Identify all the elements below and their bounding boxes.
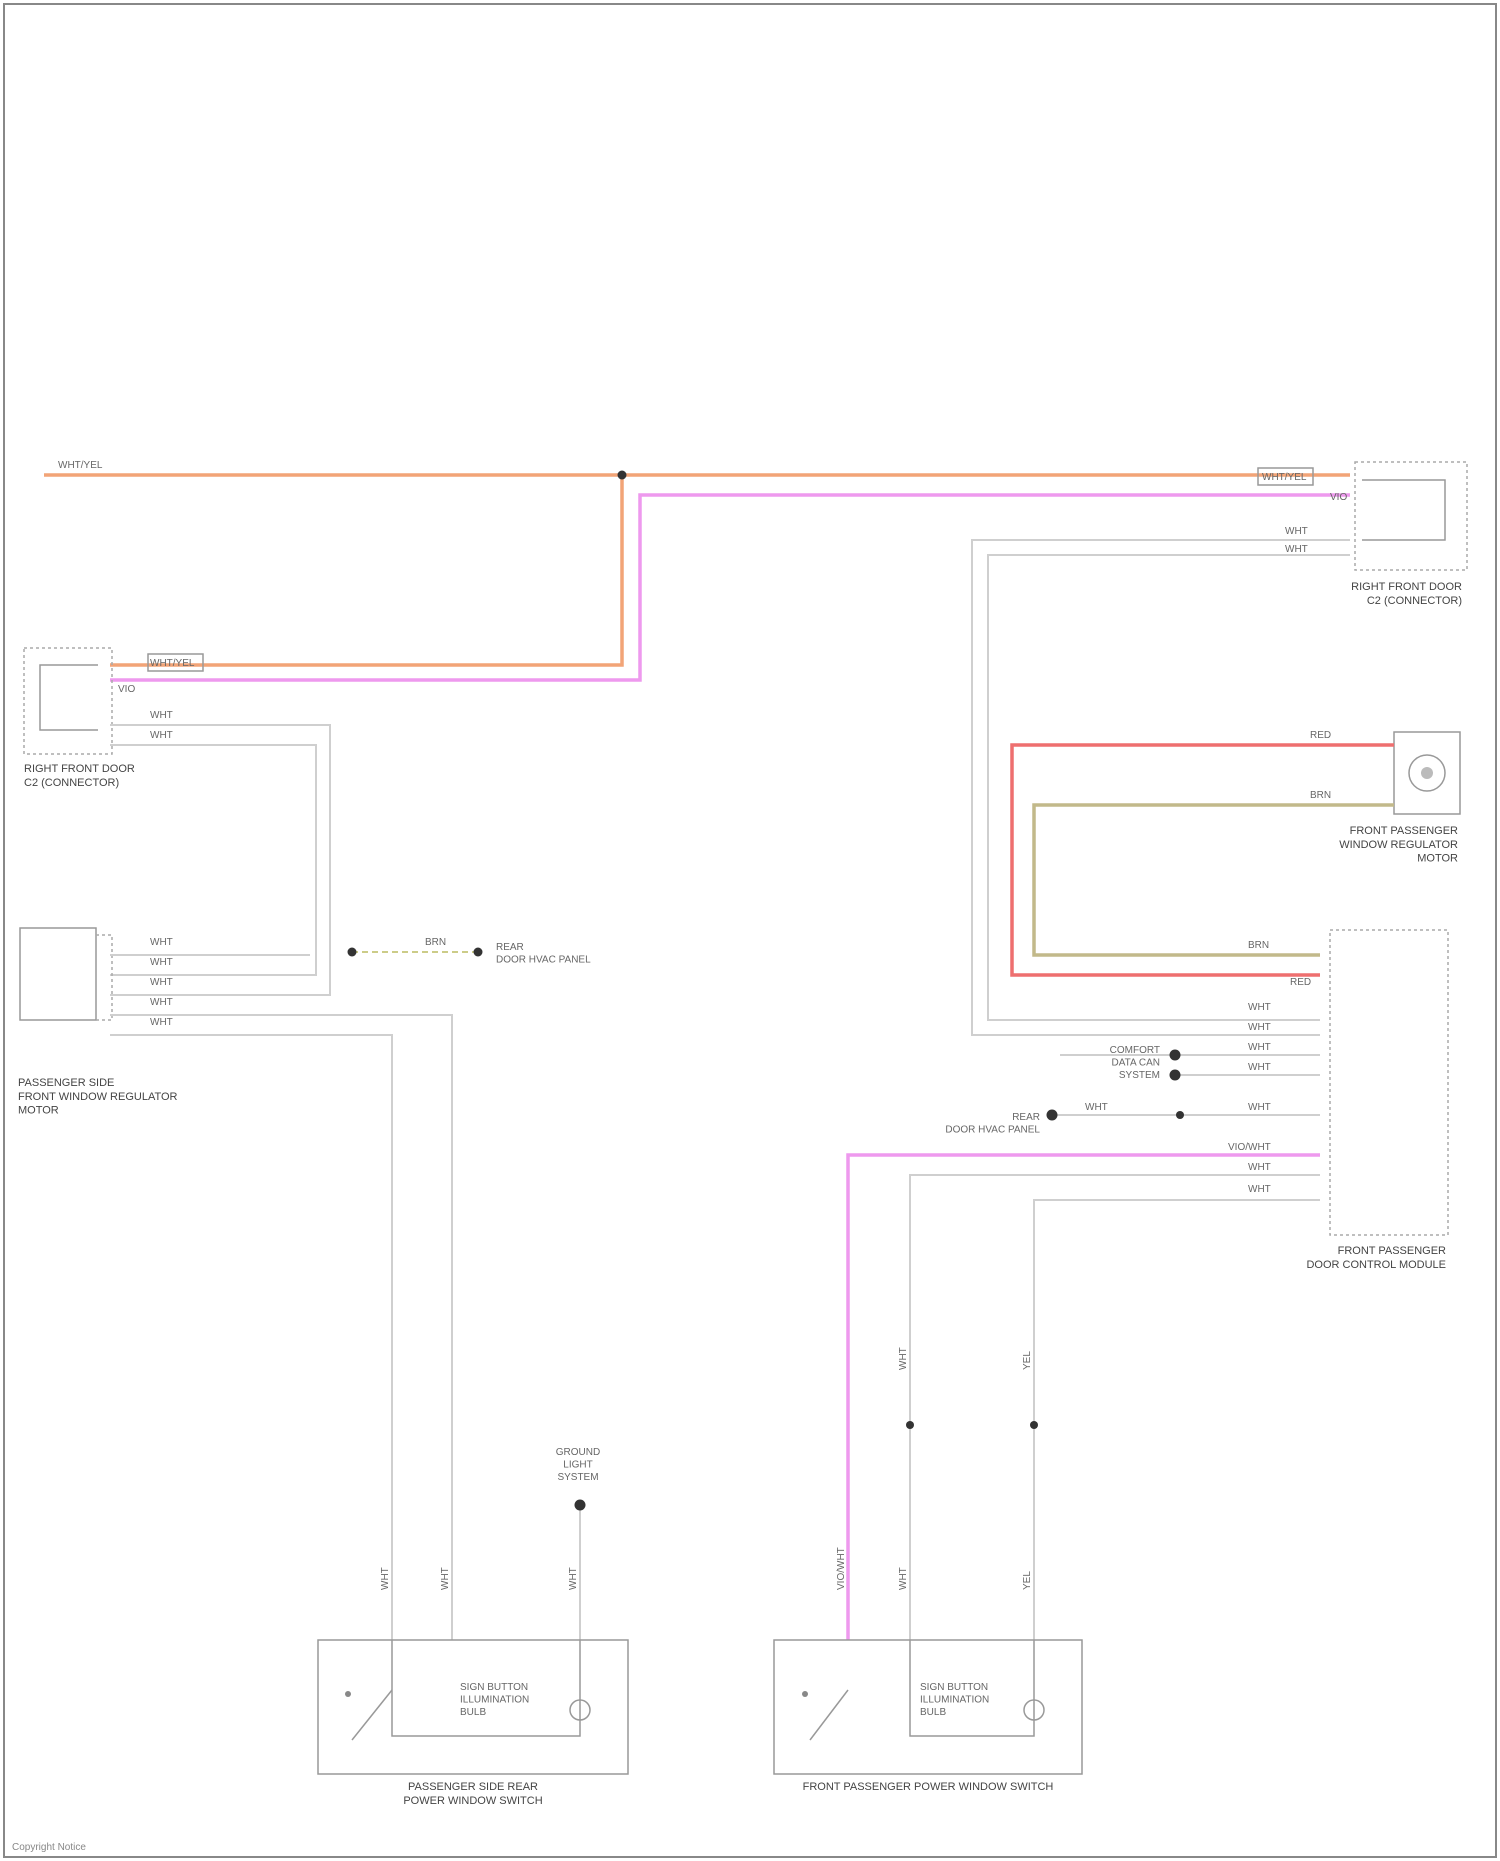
wire-pink-module	[848, 1155, 1320, 1640]
node-mid-left	[348, 948, 357, 957]
wire-label: WHT	[1248, 1042, 1271, 1053]
node-mod-7	[1170, 1070, 1181, 1081]
front-passenger-door-control-module	[1330, 930, 1448, 1235]
wire-label: WHT	[1248, 1022, 1271, 1033]
label-line: POWER WINDOW SWITCH	[403, 1795, 542, 1807]
wire-label: WHT	[1285, 544, 1308, 555]
wire-grey-rf-1	[972, 540, 1350, 1035]
splice-b2-1	[906, 1421, 914, 1429]
label-line: DATA CAN	[1111, 1058, 1160, 1069]
wire-label: WHT	[150, 957, 173, 968]
node-mod-8a	[1047, 1110, 1058, 1121]
node-mid-right	[474, 948, 483, 957]
label-line: FRONT WINDOW REGULATOR	[18, 1091, 178, 1103]
label-line: WINDOW REGULATOR	[1339, 839, 1458, 851]
page-frame	[4, 4, 1496, 1857]
wire-label: WHT	[150, 730, 173, 741]
wire-grey-mod-10	[910, 1175, 1320, 1640]
wire-label: VIO/WHT	[836, 1547, 847, 1590]
wire-grey-rf-2	[988, 555, 1350, 1020]
wire-label: WHT	[1285, 526, 1308, 537]
wire-label: VIO	[1330, 492, 1347, 503]
label-line: ILLUMINATION	[460, 1695, 529, 1706]
label-line: SYSTEM	[557, 1472, 598, 1483]
wire-label: WHT	[1248, 1184, 1271, 1195]
label-line: LIGHT	[563, 1460, 592, 1471]
wire-labels: WHT/YEL WHT/YEL VIO WHT WHT WHT/YEL VIO …	[58, 460, 1347, 1590]
wire-label: WHT	[898, 1347, 909, 1370]
label-line: BULB	[460, 1707, 486, 1718]
wire-grey-mod-11	[1034, 1200, 1320, 1640]
window-regulator-sensor	[1394, 732, 1460, 814]
wire-label: WHT/YEL	[1262, 472, 1307, 483]
wire-label: WHT	[150, 937, 173, 948]
splice-b2-2	[1030, 1421, 1038, 1429]
wire-label: WHT	[568, 1567, 579, 1590]
wire-label: WHT	[150, 710, 173, 721]
wire-label: RED	[1310, 730, 1331, 741]
wire-olive	[1034, 805, 1394, 955]
wire-label: WHT	[380, 1567, 391, 1590]
node-mod-6	[1170, 1050, 1181, 1061]
wire-grey-mot-5	[110, 1035, 392, 1640]
label-line: DOOR HVAC PANEL	[496, 955, 591, 966]
wire-label: WHT	[1248, 1162, 1271, 1173]
footer-copyright: Copyright Notice	[12, 1842, 86, 1853]
wire-label: VIO/WHT	[1228, 1142, 1271, 1153]
switch-right-label: FRONT PASSENGER POWER WINDOW SWITCH	[803, 1781, 1054, 1793]
wire-label: WHT	[440, 1567, 451, 1590]
wire-label: YEL	[1022, 1351, 1033, 1370]
wire-orange-drop	[110, 475, 622, 665]
wire-grey-mot-4	[110, 1015, 452, 1640]
passenger-front-window-motor	[20, 928, 112, 1020]
ref-ground: GROUNDLIGHTSYSTEM	[556, 1447, 600, 1483]
wire-label: BRN	[1248, 940, 1269, 951]
ground-node	[575, 1500, 586, 1511]
wire-label: WHT	[150, 997, 173, 1008]
wire-label: WHT	[1248, 1102, 1271, 1113]
label-line: MOTOR	[18, 1105, 59, 1117]
label-line: DOOR CONTROL MODULE	[1306, 1259, 1446, 1271]
label-line: ILLUMINATION	[920, 1695, 989, 1706]
wire-red	[1012, 745, 1394, 975]
wire-label: YEL	[1022, 1571, 1033, 1590]
wire-label: BRN	[1310, 790, 1331, 801]
label-line: C2 (CONNECTOR)	[24, 777, 119, 789]
label-line: SYSTEM	[1119, 1070, 1160, 1081]
wire-label: WHT/YEL	[150, 658, 195, 669]
node-mod-8b	[1176, 1111, 1184, 1119]
wire-label: WHT	[898, 1567, 909, 1590]
splice-top	[618, 471, 627, 480]
wire-pink-top	[110, 495, 1350, 680]
label-line: DOOR HVAC PANEL	[945, 1125, 1040, 1136]
wire-label: WHT	[1248, 1062, 1271, 1073]
wire-label: WHT	[150, 1017, 173, 1028]
wire-label: WHT	[150, 977, 173, 988]
label-line: MOTOR	[1417, 853, 1458, 865]
wire-grey-lf-2	[110, 745, 316, 975]
wire-label: VIO	[118, 684, 135, 695]
label-line: BULB	[920, 1707, 946, 1718]
wire-label: WHT	[1085, 1102, 1108, 1113]
wire-label: WHT/YEL	[58, 460, 103, 471]
wire-label: RED	[1290, 977, 1311, 988]
wire-label: WHT	[1248, 1002, 1271, 1013]
wire-label: BRN	[425, 937, 446, 948]
label-line: C2 (CONNECTOR)	[1367, 595, 1462, 607]
